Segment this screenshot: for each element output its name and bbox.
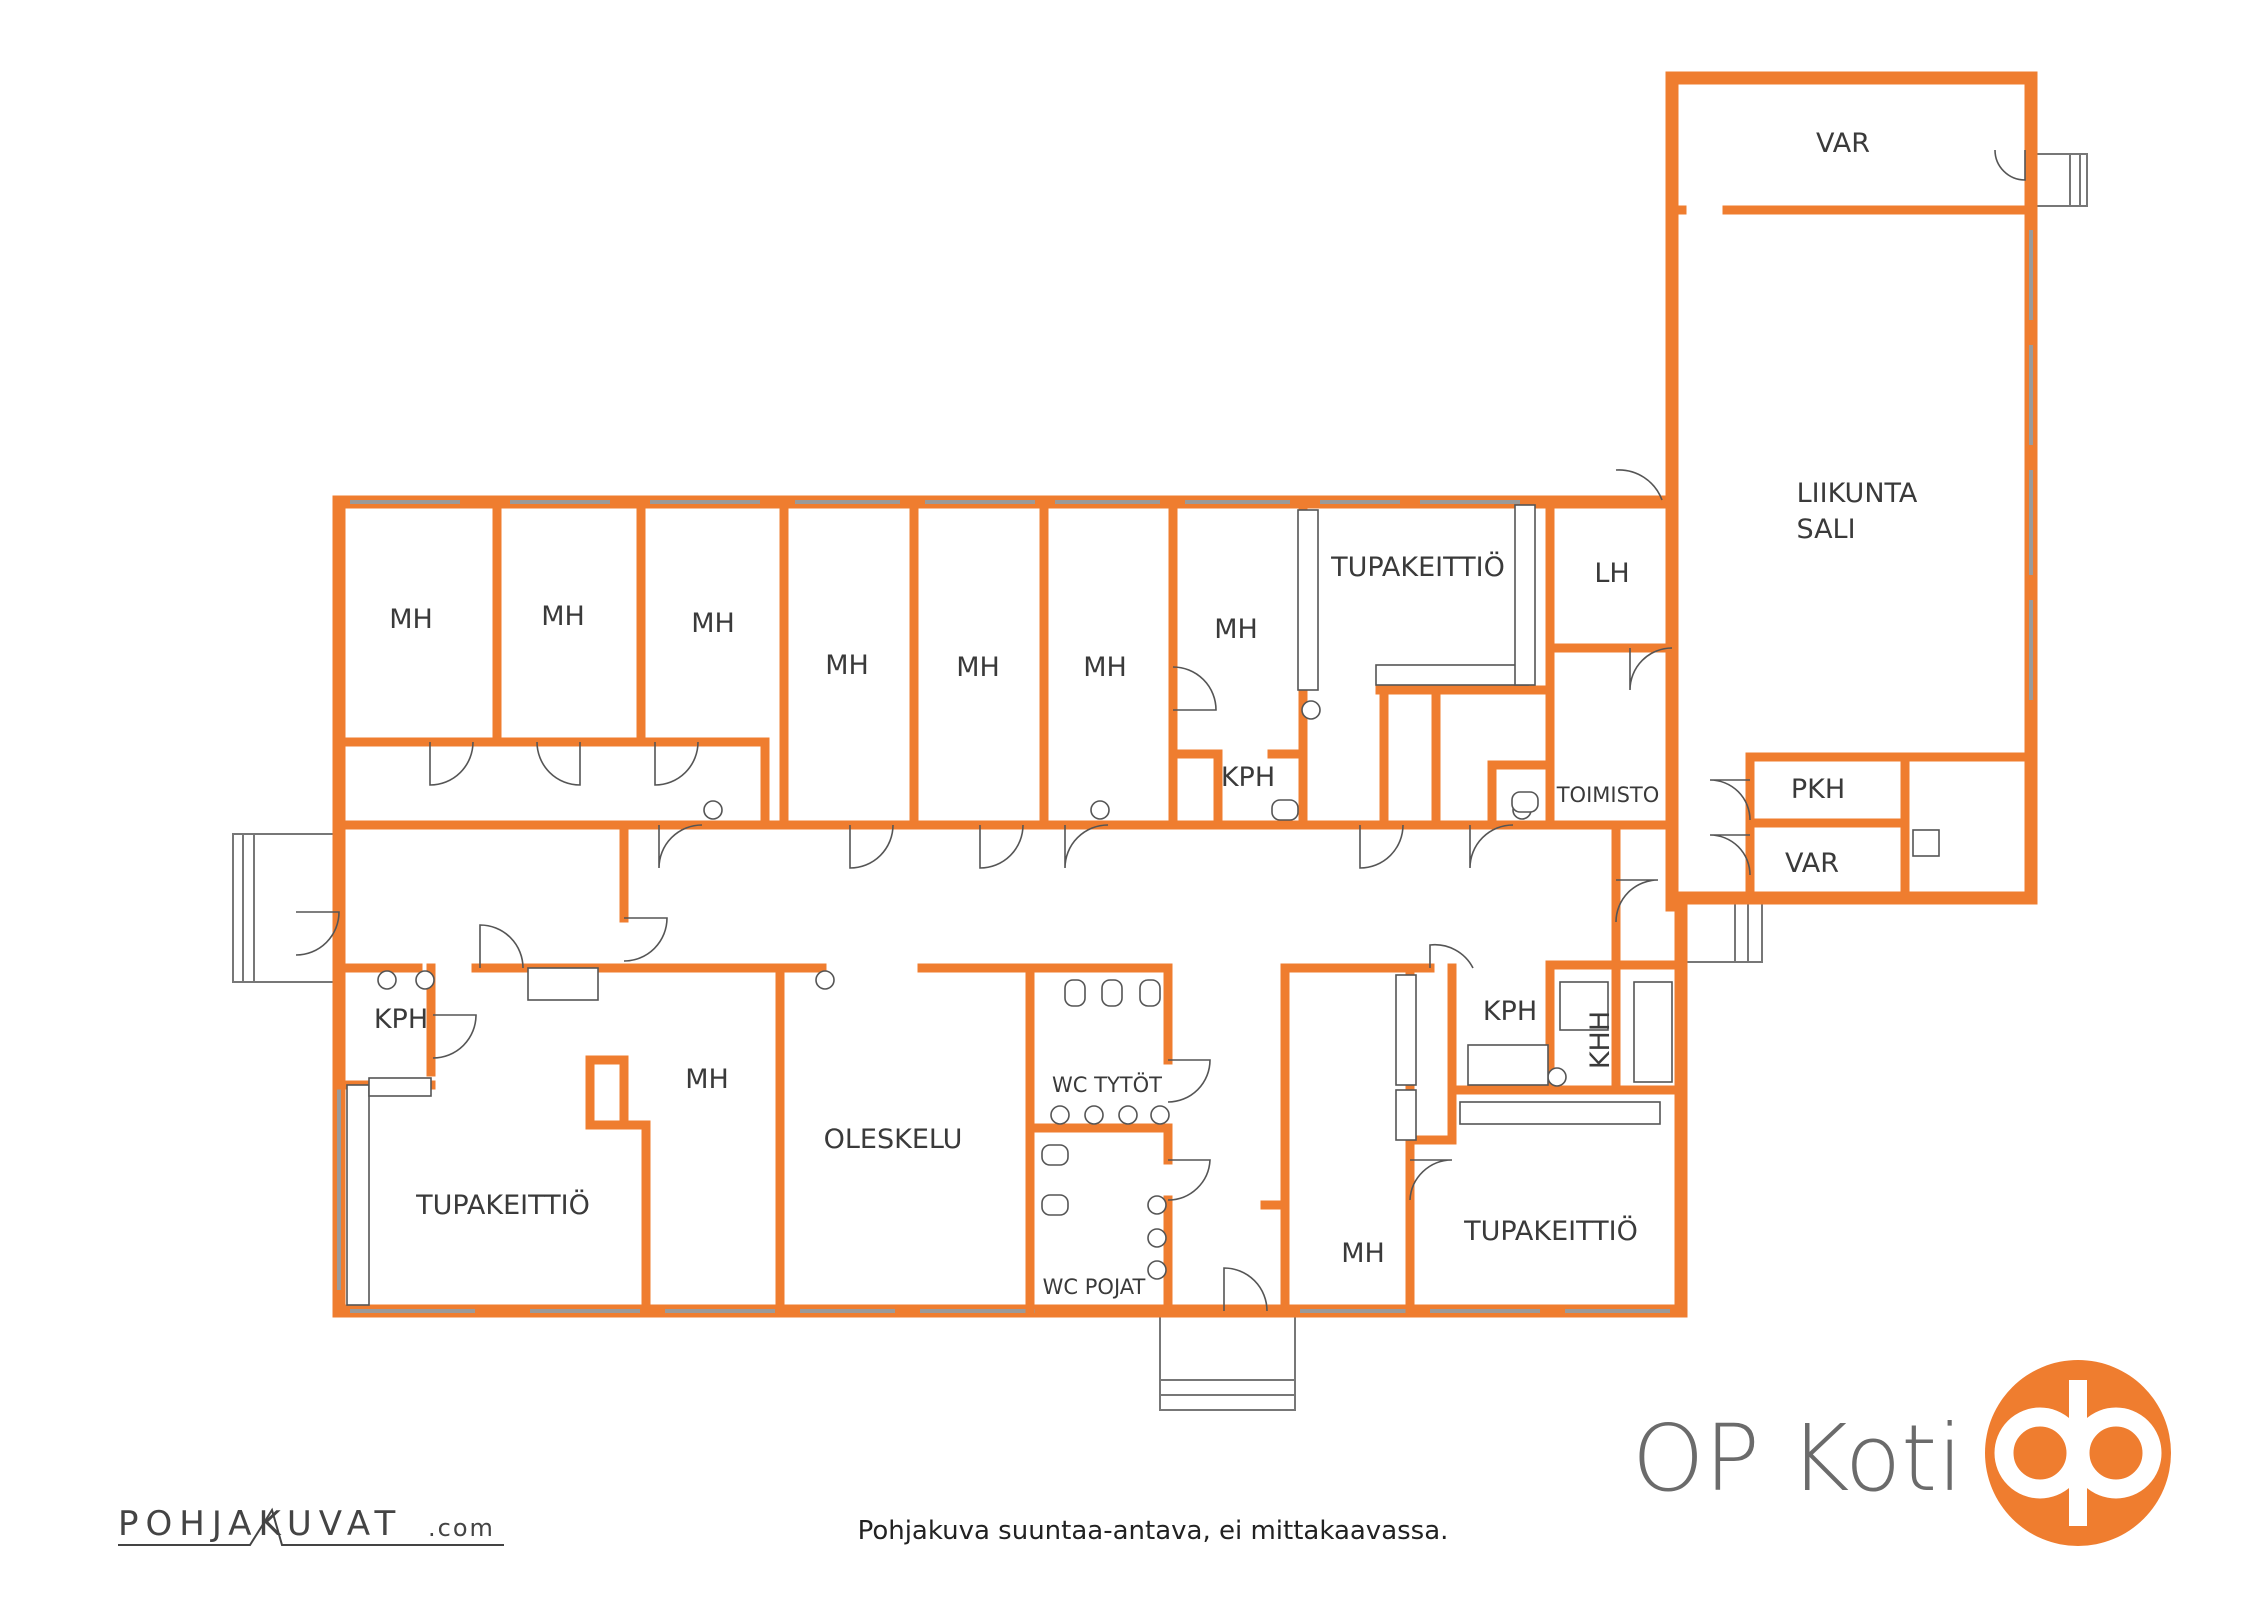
room-label-liikunta: LIIKUNTA [1797,478,1918,509]
sanitary-fixtures [377,700,1940,1280]
room-label-toimisto: TOIMISTO [1556,783,1660,807]
room-label-kph-right: KPH [1483,996,1537,1027]
room-label-mh5: MH [956,652,1000,683]
room-label-mh7: MH [1214,614,1258,645]
doors [295,149,2026,1312]
room-label-mh2: MH [541,601,585,632]
room-label-pkh: PKH [1791,774,1845,805]
room-label-wc-pojat: WC POJAT [1043,1275,1146,1299]
kitchen-counters [346,504,1661,1306]
op-logo-icon [1985,1360,2171,1546]
room-label-tupakeittio-top: TUPAKEITTIÖ [1330,551,1505,583]
room-label-var-top: VAR [1816,128,1870,159]
room-label-lh: LH [1594,558,1629,589]
room-label-mh9: MH [1341,1238,1385,1269]
room-label-mh3: MH [691,608,735,639]
room-label-khh: KHH [1585,1011,1616,1069]
room-label-tupakeittio-left: TUPAKEITTIÖ [415,1189,590,1221]
credit-suffix: .com [428,1514,495,1542]
room-label-tupakeittio-right: TUPAKEITTIÖ [1463,1215,1638,1247]
steps-west [232,833,338,983]
room-label-sali: SALI [1796,514,1855,545]
room-label-mh8: MH [685,1064,729,1095]
room-label-mh1: MH [389,604,433,635]
room-label-wc-tytot: WC TYTÖT [1052,1072,1162,1097]
steps-north-east [2034,153,2088,207]
interior-walls [334,205,2030,1316]
disclaimer-note: Pohjakuva suuntaa-antava, ei mittakaavas… [858,1516,1449,1546]
steps-east [1683,901,1763,963]
room-label-var-bottom: VAR [1785,848,1839,879]
pohjakuvat-logo: POHJAKUVAT .com [118,1504,504,1546]
credit-main: POHJAKUVAT [118,1504,402,1544]
brand-name: OP Koti [1632,1405,1963,1512]
room-label-oleskelu: OLESKELU [824,1124,963,1155]
room-label-kph-top: KPH [1221,762,1275,793]
windows [337,230,2033,1313]
room-label-mh4: MH [825,650,869,681]
room-labels: MH MH MH MH MH MH MH KPH TUPAKEITTIÖ LH … [374,128,1918,1299]
room-label-mh6: MH [1083,652,1127,683]
room-label-kph-left: KPH [374,1004,428,1035]
steps-south [1159,1309,1296,1411]
